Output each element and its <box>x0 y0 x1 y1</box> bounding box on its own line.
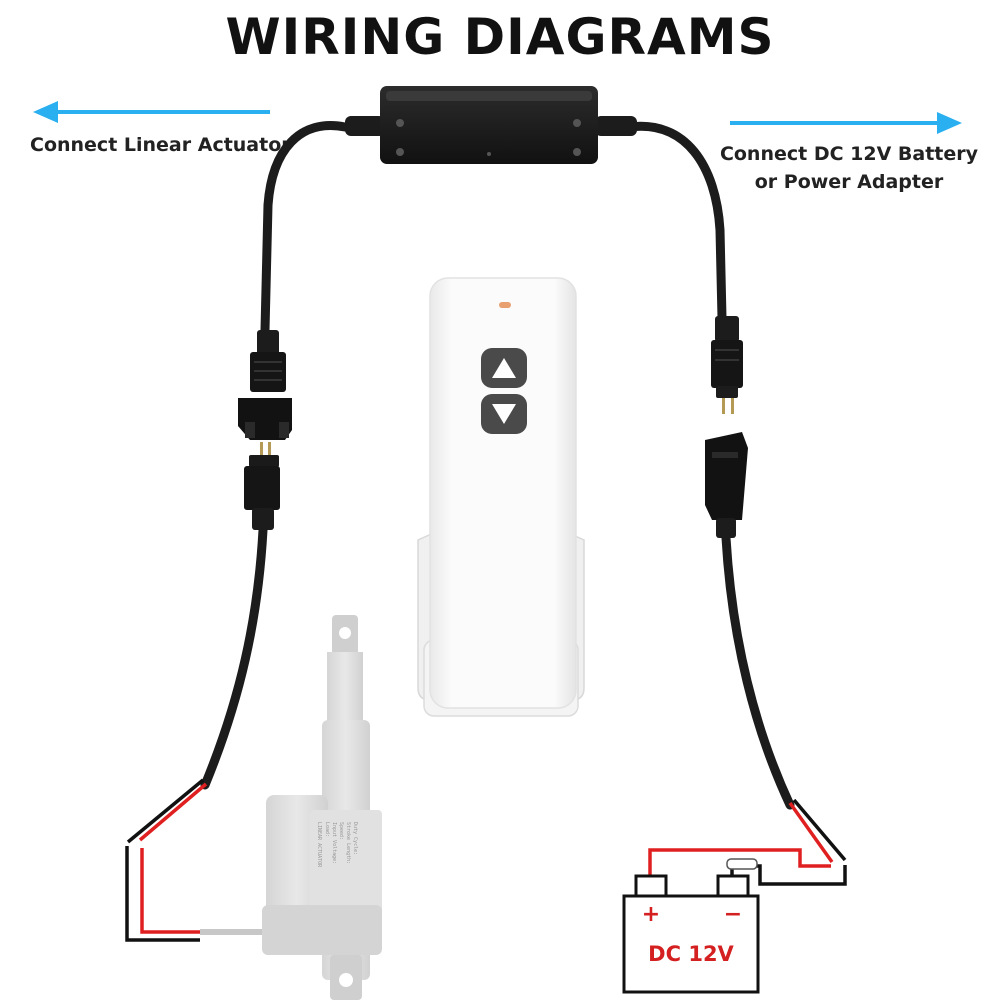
right-cable-connector <box>711 316 743 414</box>
actuator-spec-line: Speed: <box>338 822 344 840</box>
remote-control <box>429 277 577 709</box>
label-connect-power: Connect DC 12V Battery or Power Adapter <box>718 140 980 196</box>
remote-down-button[interactable] <box>481 394 527 434</box>
label-connect-power-line2: or Power Adapter <box>754 171 944 193</box>
actuator-spec-line: Duty Cycle: <box>352 822 358 855</box>
left-cable-connector <box>238 330 292 440</box>
battery-plus-icon: + <box>642 902 660 927</box>
power-plug <box>705 432 748 538</box>
page-title: WIRING DIAGRAMS <box>225 8 775 66</box>
label-connect-power-line1: Connect DC 12V Battery <box>719 143 979 165</box>
actuator-spec-heading: LINEAR ACTUATOR <box>316 822 322 868</box>
arrow-right-icon <box>730 112 962 134</box>
actuator-spec-label: LINEAR ACTUATOR Load: Input Voltage: Spe… <box>316 822 358 868</box>
up-arrow-icon <box>492 358 516 378</box>
actuator-spec-line: Load: <box>324 822 330 837</box>
remote-up-button[interactable] <box>481 348 527 388</box>
battery-label: DC 12V <box>648 942 734 966</box>
power-cable <box>721 533 795 810</box>
controller-cable <box>260 116 727 335</box>
battery <box>622 874 760 994</box>
linear-actuator <box>200 615 382 1000</box>
arrow-left-icon <box>33 101 270 123</box>
controller-box <box>380 86 598 164</box>
actuator-plug <box>244 442 280 530</box>
actuator-spec-line: Stroke Length: <box>345 822 351 864</box>
down-arrow-icon <box>492 404 516 424</box>
label-connect-actuator: Connect Linear Actuator <box>30 134 291 156</box>
actuator-wire-ends <box>125 778 208 942</box>
actuator-spec-line: Input Voltage: <box>331 822 337 864</box>
actuator-cable <box>200 525 268 790</box>
battery-minus-icon: − <box>724 902 742 927</box>
power-wire-ends <box>648 798 847 886</box>
